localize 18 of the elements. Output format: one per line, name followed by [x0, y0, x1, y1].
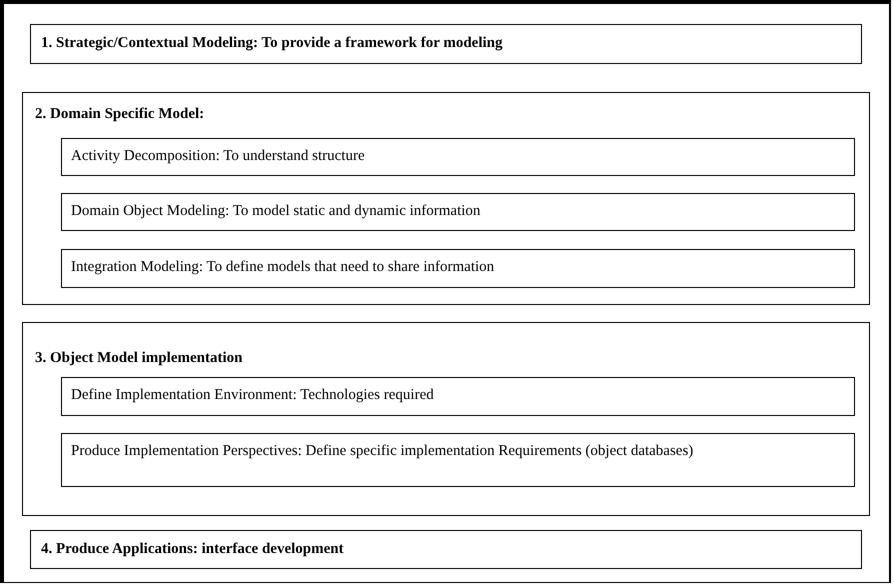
group-box: [22, 92, 870, 305]
group-box: [22, 322, 870, 516]
step-text: Domain Object Modeling: To model static and dynamic information: [71, 202, 482, 221]
step-text: Integration Modeling: To define models that need to share information: [71, 258, 496, 277]
step-text: Activity Decomposition: To understand structure: [71, 147, 366, 166]
section-heading: 1. Strategic/Contextual Modeling: To provide a framework for modeling: [41, 34, 504, 53]
text-box: [61, 138, 855, 176]
text-box: [61, 193, 855, 231]
step-text: Produce Implementation Perspectives: Define specific implementation Requirements (object databases): [71, 442, 694, 461]
text-box: [61, 249, 855, 288]
section-heading: 4. Produce Applications: interface development: [41, 540, 345, 559]
text-box: [61, 433, 855, 487]
text-box: [61, 377, 855, 416]
text-box: [30, 530, 862, 569]
section-heading: 3. Object Model implementation: [35, 349, 244, 368]
step-text: Define Implementation Environment: Technologies required: [71, 386, 435, 405]
section-heading: 2. Domain Specific Model:: [35, 105, 206, 124]
text-box: [30, 24, 862, 64]
